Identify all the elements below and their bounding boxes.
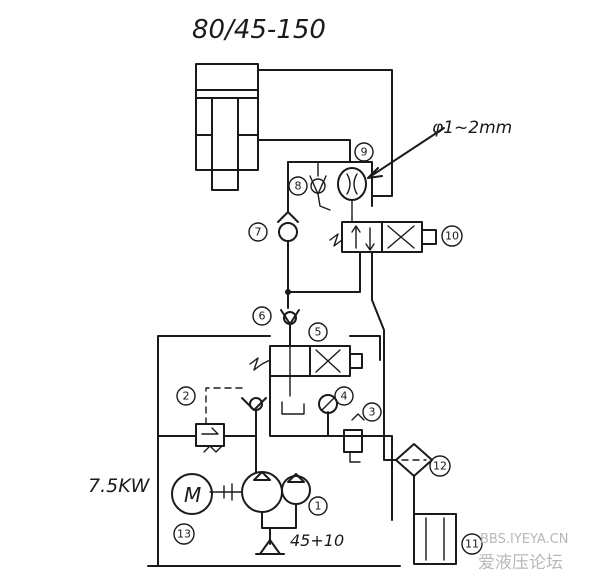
directional-valve-10 bbox=[329, 221, 437, 253]
component-label-12: 12 bbox=[429, 455, 451, 477]
watermark-url: BBS.IYEYA.CN bbox=[480, 532, 569, 547]
svg-text:10: 10 bbox=[445, 230, 459, 243]
svg-text:2: 2 bbox=[183, 390, 190, 403]
tank-11 bbox=[413, 513, 457, 565]
valve10-supply-line bbox=[287, 251, 361, 293]
pump-flow-label: 45+10 bbox=[290, 531, 344, 550]
pressure-switch-3 bbox=[343, 413, 365, 463]
motor-symbol: M bbox=[184, 483, 201, 507]
pressure-gauge-4 bbox=[318, 394, 338, 414]
pump-coupling bbox=[209, 483, 243, 501]
svg-text:6: 6 bbox=[259, 310, 266, 323]
motor-power-label: 7.5KW bbox=[88, 475, 151, 497]
check-valve-6 bbox=[280, 291, 300, 347]
cylinder-cap-line bbox=[257, 69, 393, 197]
component-label-2: 2 bbox=[176, 386, 196, 406]
orifice-check-group bbox=[287, 161, 373, 223]
component-label-4: 4 bbox=[334, 386, 354, 406]
svg-text:13: 13 bbox=[177, 528, 191, 541]
svg-text:3: 3 bbox=[369, 406, 376, 419]
check-valve-7 bbox=[277, 211, 299, 293]
component-label-9: 9 bbox=[354, 142, 374, 162]
directional-valve-5 bbox=[249, 345, 363, 415]
suction-strainer bbox=[255, 539, 285, 555]
diagram-title: 80/45-150 bbox=[192, 15, 326, 45]
cylinder-rod-line bbox=[257, 139, 351, 163]
orifice-note: φ1~2mm bbox=[432, 118, 512, 138]
component-label-8: 8 bbox=[288, 176, 308, 196]
pump-check-valve bbox=[241, 397, 267, 473]
component-label-6: 6 bbox=[252, 306, 272, 326]
component-label-11: 11 bbox=[461, 533, 483, 555]
orifice-note-arrow bbox=[367, 127, 445, 179]
svg-text:1: 1 bbox=[315, 500, 322, 513]
component-label-1: 1 bbox=[308, 496, 328, 516]
watermark-site: 爱液压论坛 bbox=[478, 553, 563, 573]
component-label-5: 5 bbox=[308, 322, 328, 342]
component-label-3: 3 bbox=[362, 402, 382, 422]
svg-text:8: 8 bbox=[295, 180, 302, 193]
pressure-line-right bbox=[269, 375, 393, 521]
power-unit-frame bbox=[157, 335, 381, 567]
svg-text:5: 5 bbox=[315, 326, 322, 339]
electric-motor-13: M bbox=[171, 473, 213, 515]
component-label-10: 10 bbox=[441, 225, 463, 247]
svg-text:12: 12 bbox=[433, 460, 447, 473]
component-label-13: 13 bbox=[173, 523, 195, 545]
pump-main bbox=[241, 471, 283, 525]
valve10-tank-line bbox=[371, 251, 385, 441]
svg-text:9: 9 bbox=[361, 146, 368, 159]
svg-text:11: 11 bbox=[465, 538, 479, 551]
pump-1 bbox=[281, 473, 311, 521]
svg-text:7: 7 bbox=[255, 226, 262, 239]
hydraulic-cylinder bbox=[195, 63, 259, 191]
relief-valve-2 bbox=[195, 387, 247, 453]
component-label-7: 7 bbox=[248, 222, 268, 242]
svg-text:4: 4 bbox=[341, 390, 348, 403]
